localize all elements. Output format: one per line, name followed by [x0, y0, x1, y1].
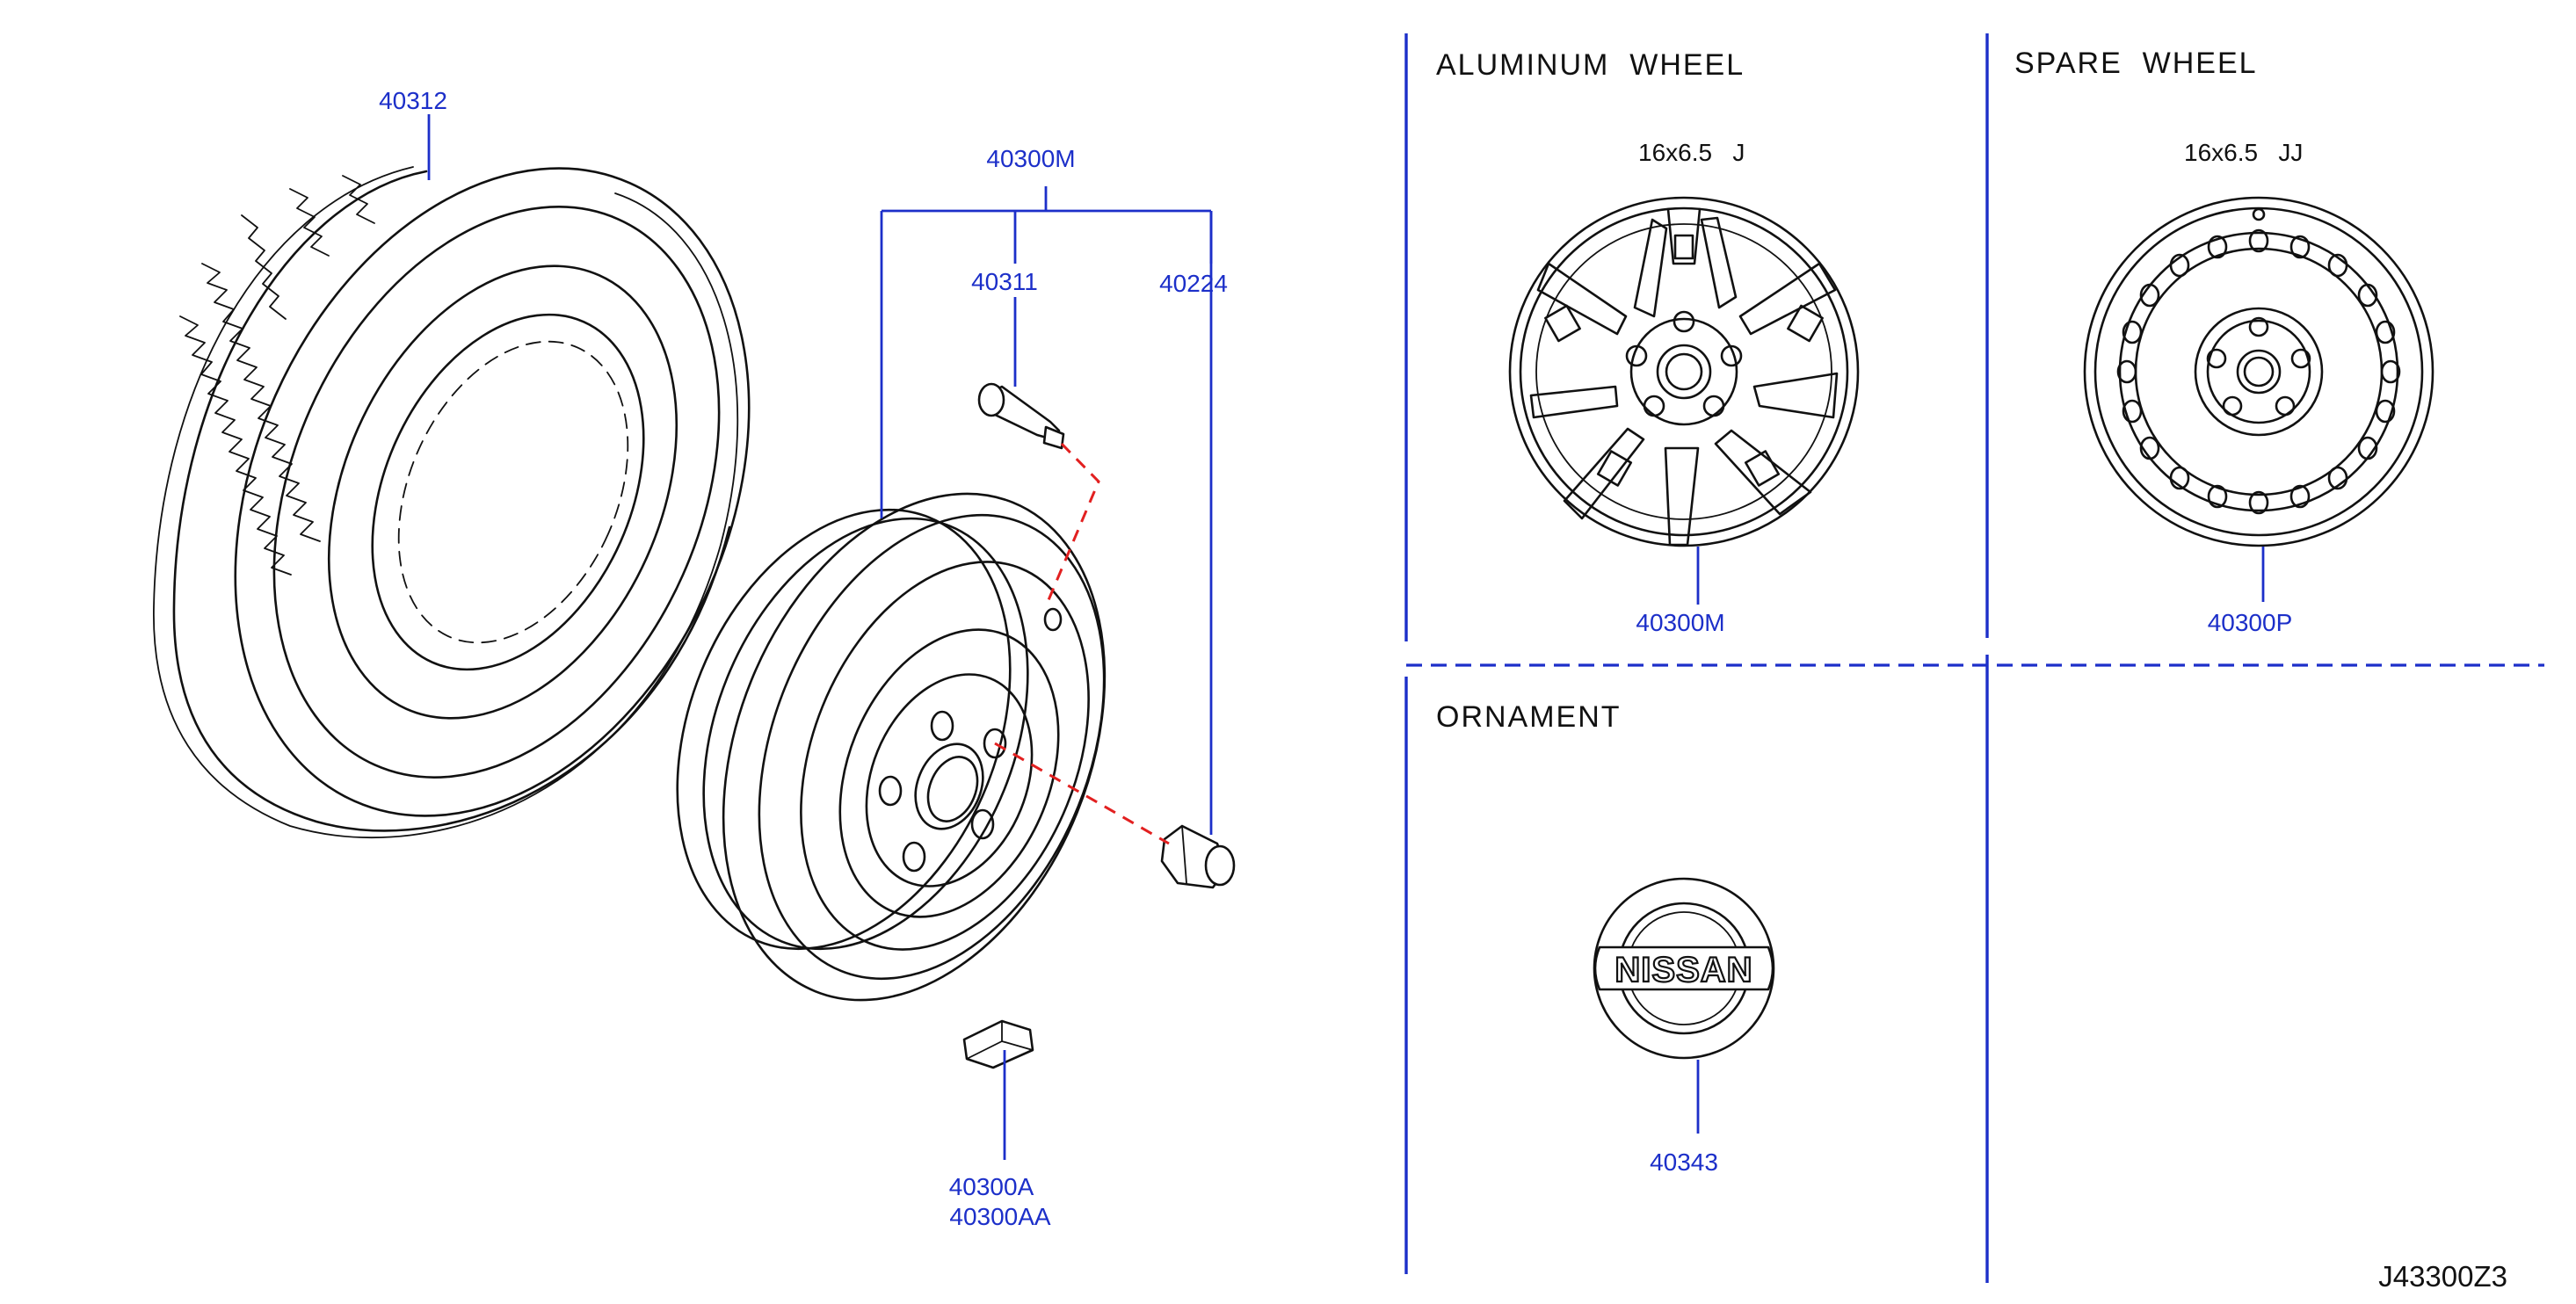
ornament-badge-text: NISSAN: [1615, 951, 1752, 989]
leader-lines: [427, 114, 2265, 1160]
ornament-badge-drawing: NISSAN: [1593, 877, 1775, 1060]
aluminum-wheel-drawing: [1508, 196, 1860, 547]
spare-wheel-title: SPARE WHEEL: [2014, 47, 2258, 80]
panel-dividers: [1404, 33, 2544, 1283]
fitment-links: [994, 442, 1170, 845]
callout-weight-a: 40300A: [949, 1173, 1034, 1200]
spare-wheel-drawing: [2083, 196, 2435, 547]
callout-valve: 40311: [971, 268, 1038, 295]
valve-stem-drawing: [977, 382, 1065, 450]
aluminum-wheel-title: ALUMINUM WHEEL: [1436, 48, 1745, 82]
callout-tire: 40312: [379, 87, 447, 114]
ornament-title: ORNAMENT: [1436, 700, 1622, 734]
callout-spare-wheel: 40300P: [2208, 609, 2293, 636]
diagram-id: J43300Z3: [2378, 1260, 2507, 1293]
spare-wheel-vent-holes: [2116, 228, 2401, 515]
tire-drawing: [153, 166, 751, 838]
lug-nut-drawing: [1160, 824, 1236, 889]
callout-ornament: 40343: [1650, 1148, 1718, 1176]
callout-weight-aa: 40300AA: [949, 1203, 1051, 1230]
aluminum-wheel-spec: 16x6.5 J: [1638, 139, 1745, 166]
spare-wheel-spec: 16x6.5 JJ: [2184, 139, 2303, 166]
callout-wheel-assy: 40300M: [986, 145, 1075, 172]
steel-wheel-drawing: [676, 492, 1107, 1002]
callout-alu-wheel: 40300M: [1636, 609, 1724, 636]
callout-nut: 40224: [1159, 270, 1228, 297]
balance-weight-drawing: [962, 1019, 1034, 1069]
